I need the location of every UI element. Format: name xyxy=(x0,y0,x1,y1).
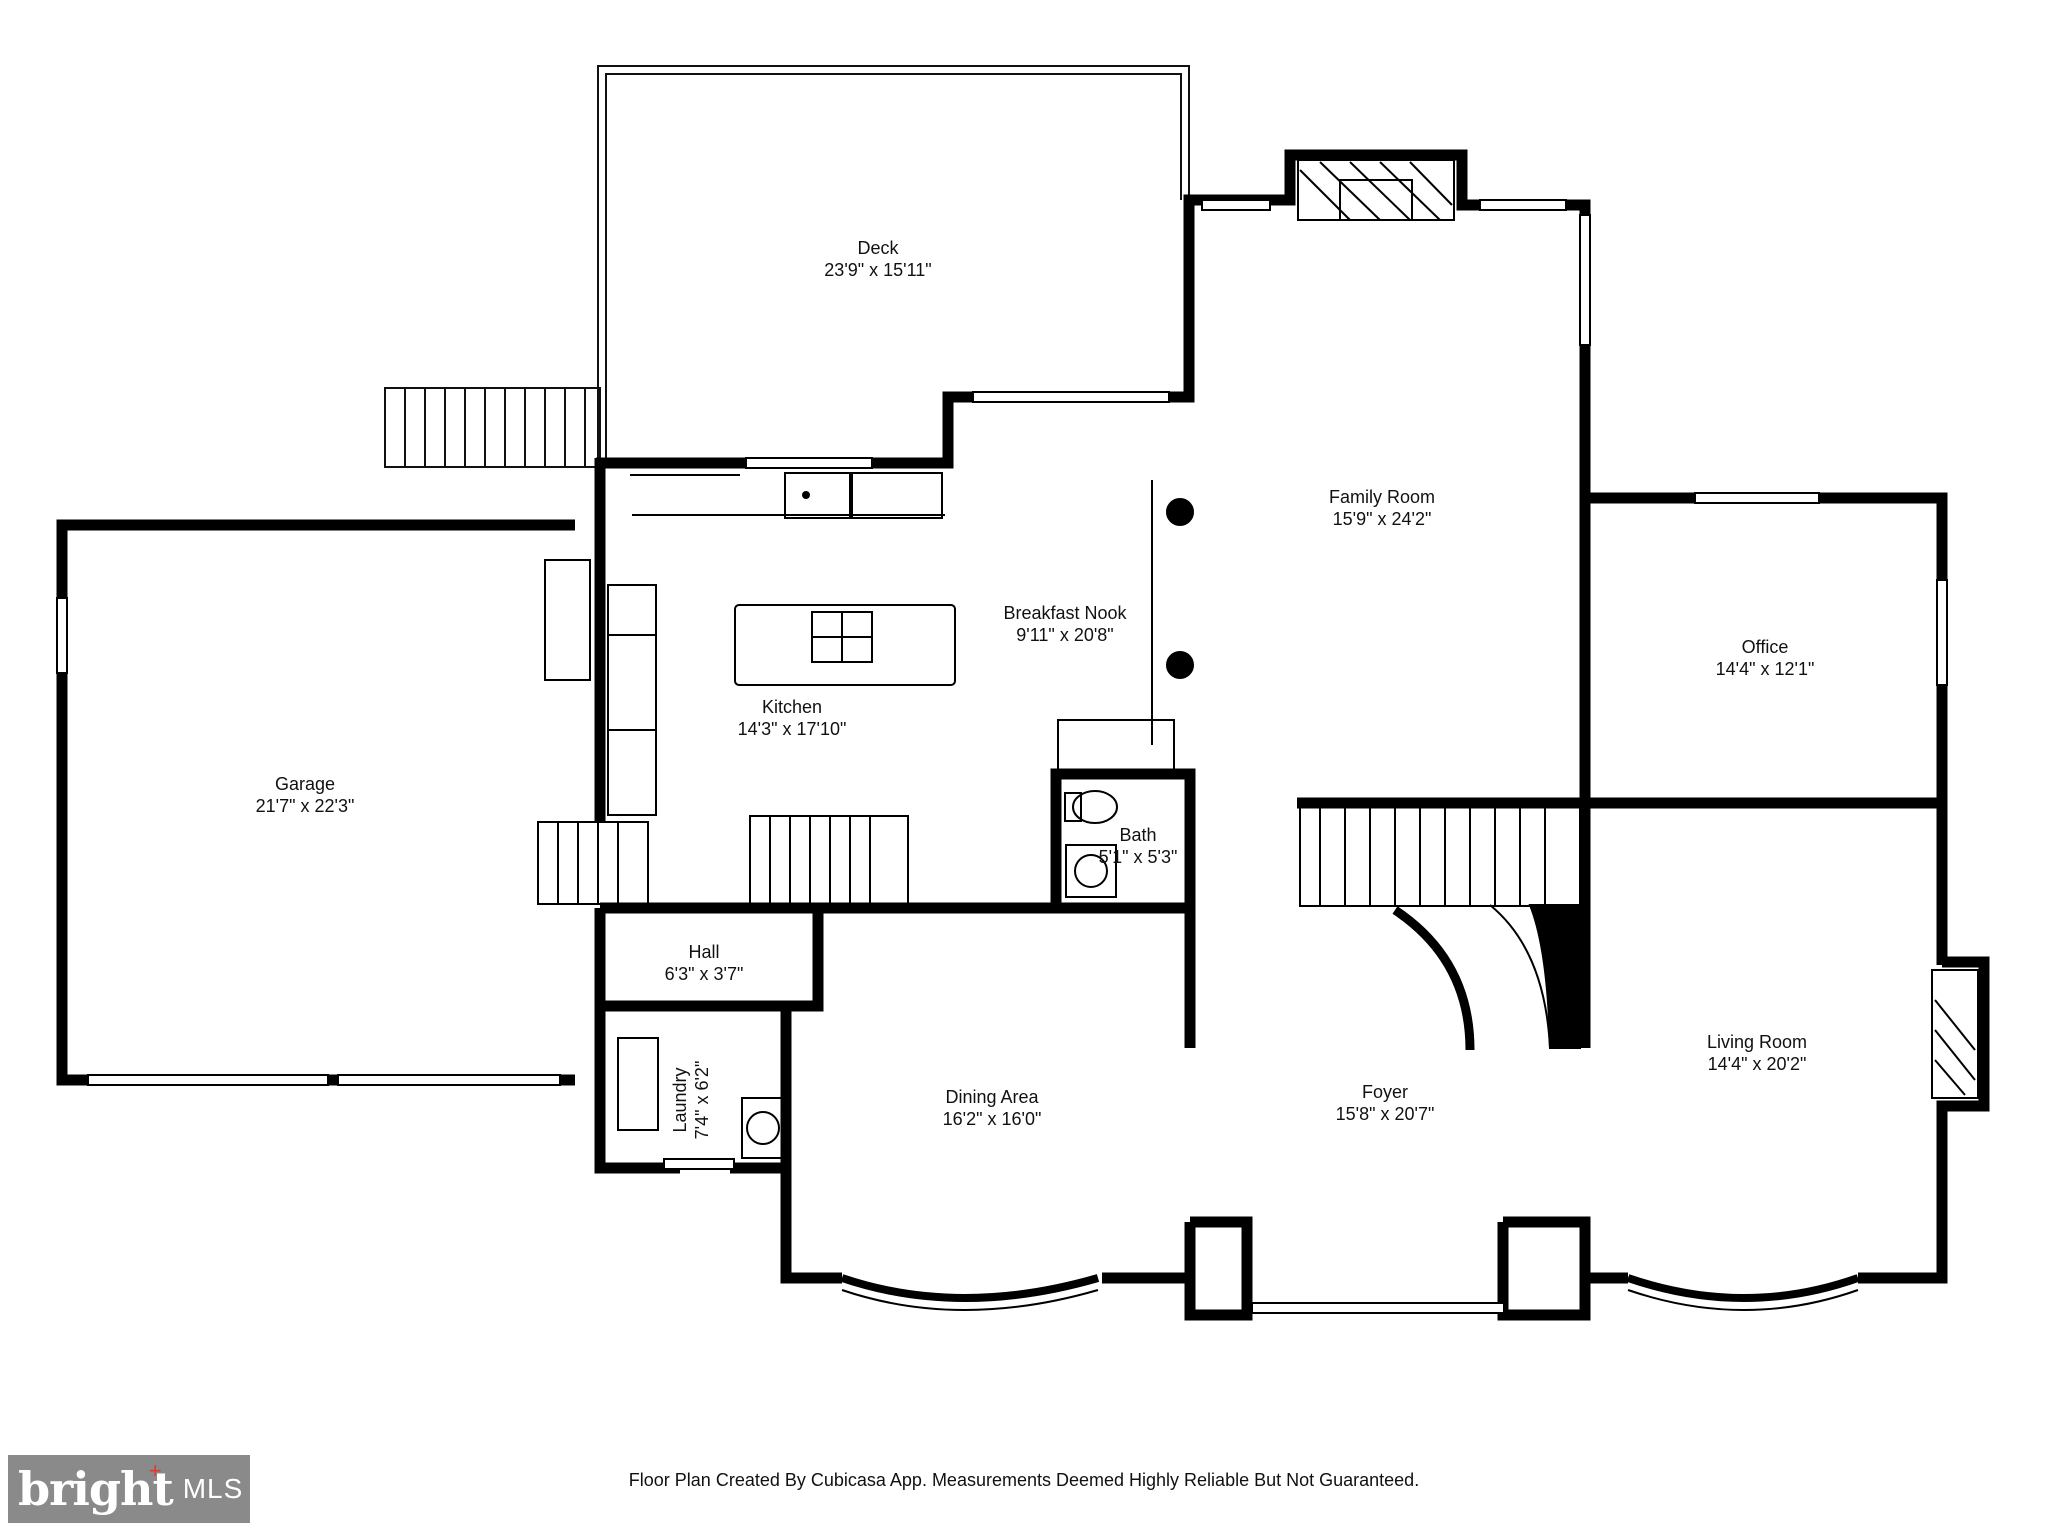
room-dim: 5'1" x 5'3" xyxy=(1099,847,1178,867)
room-dim: 14'3" x 17'10" xyxy=(738,719,847,739)
room-dim: 23'9" x 15'11" xyxy=(824,260,931,280)
bright-mls-logo: bright + MLS xyxy=(8,1455,250,1523)
room-name: Garage xyxy=(275,774,335,794)
room-dim: 14'4" x 20'2" xyxy=(1708,1054,1807,1074)
disclaimer-text: Floor Plan Created By Cubicasa App. Meas… xyxy=(628,1470,1420,1490)
room-dim: 9'11" x 20'8" xyxy=(1016,625,1113,645)
deck-outline xyxy=(597,65,1190,458)
deck-stairs xyxy=(384,387,601,468)
room-dim: 15'8" x 20'7" xyxy=(1336,1104,1435,1124)
fireplace-icon xyxy=(1931,969,1979,1099)
room-dim: 16'2" x 16'0" xyxy=(943,1109,1042,1129)
kitchen-fixtures xyxy=(544,472,1194,816)
logo-suffix: MLS xyxy=(182,1473,244,1504)
room-name: Family Room xyxy=(1329,487,1435,507)
room-dim: 21'7" x 22'3" xyxy=(256,796,355,816)
fireplace-icon xyxy=(1297,159,1455,221)
bath-fixtures xyxy=(617,790,1118,1159)
room-name: Kitchen xyxy=(762,697,822,717)
room-name: Laundry xyxy=(670,1067,690,1132)
room-name: Bath xyxy=(1119,825,1156,845)
interior-stairs xyxy=(537,805,1581,1051)
windows xyxy=(56,199,1948,1314)
room-dim: 7'4" x 6'2" xyxy=(692,1061,712,1140)
room-name: Deck xyxy=(857,238,899,258)
room-name: Office xyxy=(1742,637,1789,657)
walls xyxy=(56,149,1990,1321)
room-dim: 14'4" x 12'1" xyxy=(1716,659,1815,679)
room-name: Hall xyxy=(688,942,719,962)
room-dim: 6'3" x 3'7" xyxy=(665,964,744,984)
room-name: Dining Area xyxy=(945,1087,1039,1107)
room-labels: Deck 23'9" x 15'11" Family Room 15'9" x … xyxy=(256,238,1815,1139)
logo-brand: bright xyxy=(18,1462,174,1516)
room-dim: 15'9" x 24'2" xyxy=(1333,509,1432,529)
room-name: Living Room xyxy=(1707,1032,1807,1052)
room-name: Breakfast Nook xyxy=(1003,603,1127,623)
room-name: Foyer xyxy=(1362,1082,1408,1102)
